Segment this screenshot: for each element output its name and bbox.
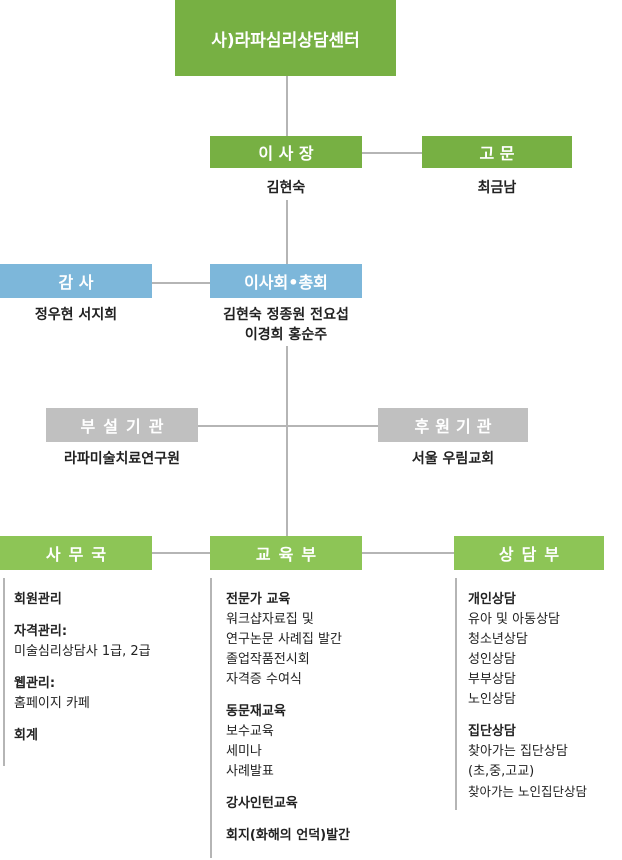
counseling-label: 상담부	[498, 545, 568, 564]
secretariat-item-title: 웹관리:	[14, 676, 56, 691]
bracket-education	[210, 578, 212, 858]
secretariat-box: 사무국	[0, 536, 152, 570]
advisor-label: 고 문	[479, 144, 515, 163]
counseling-group-item: 찾아가는 집단상담	[468, 744, 568, 759]
education-group-item: 세미나	[226, 744, 262, 759]
secretariat-item-detail: 미술심리상담사 1급, 2급	[14, 644, 151, 659]
education-group-item: 졸업작품전시회	[226, 652, 310, 667]
counseling-group-item: 청소년상담	[468, 632, 528, 647]
chairman-box: 이 사 장	[210, 136, 362, 168]
counseling-group-item: (초,중,고교)	[468, 764, 535, 779]
board-box: 이사회•총회	[210, 264, 362, 298]
connector-auditor-board	[152, 282, 210, 284]
affiliate-name: 라파미술치료연구원	[64, 451, 180, 467]
education-list: 전문가 교육 워크샵자료집 및 연구논문 사례집 발간 졸업작품전시회 자격증 …	[226, 590, 452, 846]
counseling-group-item: 유아 및 아동상담	[468, 612, 560, 627]
secretariat-item-title: 회원관리	[14, 592, 62, 607]
sponsor-name: 서울 우림교회	[411, 451, 495, 467]
education-group-item: 자격증 수여식	[226, 672, 302, 687]
connector-chairman-board	[286, 200, 288, 264]
education-group-item: 연구논문 사례집 발간	[226, 632, 342, 647]
chairman-name: 김현숙	[266, 180, 306, 196]
education-group-item: 사례발표	[226, 764, 274, 779]
board-label: 이사회•총회	[244, 273, 328, 292]
center-box: 사)라파심리상담센터	[175, 0, 396, 76]
education-group-item: 보수교육	[226, 724, 274, 739]
counseling-group-item: 찾아가는 노인집단상담	[468, 784, 587, 799]
counseling-list: 개인상담 유아 및 아동상담 청소년상담 성인상담 부부상담 노인상담 집단상담…	[468, 590, 620, 802]
secretariat-label: 사무국	[45, 545, 115, 564]
auditor-names: 정우현 서지희	[34, 307, 118, 323]
connector-chairman-advisor	[362, 152, 422, 154]
education-group-title: 전문가 교육	[226, 592, 291, 607]
counseling-box: 상담부	[454, 536, 604, 570]
auditor-label: 감 사	[58, 273, 94, 292]
affiliate-box: 부설기관	[46, 408, 198, 442]
connector-secretariat-education	[152, 552, 210, 554]
board-names-line2: 이경희 홍순주	[244, 327, 328, 343]
counseling-group-title: 집단상담	[468, 724, 516, 739]
board-names-line1: 김현숙 정종원 전요섭	[223, 307, 349, 323]
chairman-label: 이 사 장	[258, 144, 314, 163]
counseling-group-item: 성인상담	[468, 652, 516, 667]
bracket-secretariat	[3, 578, 5, 766]
education-group-title: 동문재교육	[226, 704, 286, 719]
auditor-box: 감 사	[0, 264, 152, 298]
counseling-group-item: 부부상담	[468, 672, 516, 687]
education-box: 교육부	[210, 536, 362, 570]
education-group-item: 워크샵자료집 및	[226, 612, 314, 627]
sponsor-box: 후원기관	[378, 408, 528, 442]
connector-affiliate-sponsor	[198, 425, 378, 427]
advisor-name: 최금남	[477, 180, 517, 196]
counseling-group-title: 개인상담	[468, 592, 516, 607]
education-label: 교육부	[255, 545, 325, 564]
secretariat-list: 회원관리 자격관리: 미술심리상담사 1급, 2급 웹관리: 홈페이지 카페 회…	[14, 590, 209, 746]
advisor-box: 고 문	[422, 136, 572, 168]
connector-board-trunk	[286, 346, 288, 536]
connector-education-counseling	[362, 552, 454, 554]
education-group-title: 강사인턴교육	[226, 796, 298, 811]
education-group-title: 회지(화해의 언덕)발간	[226, 828, 351, 843]
bracket-counseling	[455, 578, 457, 810]
connector-center-chairman	[286, 76, 288, 136]
sponsor-label: 후원기관	[414, 417, 498, 436]
counseling-group-item: 노인상담	[468, 692, 516, 707]
center-label: 사)라파심리상담센터	[211, 30, 360, 51]
secretariat-item-detail: 홈페이지 카페	[14, 696, 90, 711]
secretariat-item-title: 자격관리:	[14, 624, 68, 639]
secretariat-item-title: 회계	[14, 728, 38, 743]
affiliate-label: 부설기관	[80, 417, 172, 436]
